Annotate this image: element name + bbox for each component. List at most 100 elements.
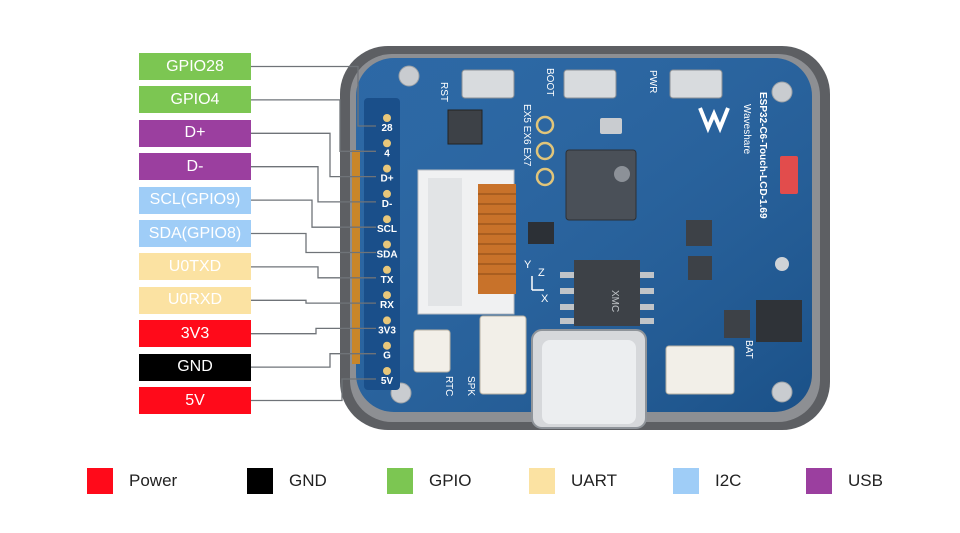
- spk-silk: SPK: [465, 376, 476, 396]
- crystal: [600, 118, 622, 134]
- header-pad: [383, 316, 391, 325]
- legend-item: Power: [87, 468, 177, 494]
- boot-button: [563, 69, 617, 99]
- header-pad: [383, 139, 391, 148]
- esp32-chip: [565, 149, 637, 221]
- fpc-latch: [428, 178, 462, 306]
- header-pad: [383, 341, 391, 350]
- leader-line: [251, 99, 376, 152]
- pin-silk-label: G: [383, 351, 391, 362]
- leader-line: [251, 378, 376, 402]
- ldo-chip: [724, 310, 750, 338]
- pin-silk-label: SCL: [377, 224, 397, 235]
- legend-swatch: [87, 468, 113, 494]
- flash-chip: [574, 260, 640, 326]
- pin-silk-label: TX: [381, 275, 394, 286]
- mount-hole-br: [771, 381, 793, 403]
- legend-swatch: [806, 468, 832, 494]
- pin-label: U0RXD: [139, 286, 251, 314]
- pwr-silk: PWR: [647, 70, 658, 93]
- ext-pad: [535, 115, 555, 135]
- pin-silk-label: 3V3: [378, 325, 396, 336]
- ext-pad: [535, 141, 555, 161]
- pin-label: U0TXD: [139, 253, 251, 281]
- legend-item: GND: [247, 468, 327, 494]
- fpc-cable: [478, 184, 516, 294]
- flash-pins: [560, 272, 654, 324]
- bat-connector: [665, 345, 735, 395]
- ext-pad: [535, 167, 555, 187]
- axis-arrows: [531, 276, 544, 291]
- header-pad: [383, 189, 391, 198]
- header-pad: [383, 164, 391, 173]
- brand-silk: Waveshare: [741, 104, 752, 155]
- pin-silk-label: 5V: [381, 376, 394, 387]
- leader-line: [251, 166, 376, 203]
- legend-swatch: [529, 468, 555, 494]
- header-pad: [383, 114, 391, 122]
- antenna: [780, 156, 798, 194]
- legend-swatch: [387, 468, 413, 494]
- legend-label: USB: [848, 471, 883, 490]
- legend-swatch: [247, 468, 273, 494]
- ufl-connector: [775, 257, 789, 271]
- legend-item: I2C: [673, 468, 741, 494]
- model-silk: ESP32-C6-Touch-LCD-1.69: [757, 92, 768, 219]
- pin-silk-label: 28: [381, 123, 393, 134]
- esp-logo: [614, 166, 630, 182]
- boot-silk: BOOT: [544, 68, 555, 96]
- sensor-chip: [447, 109, 483, 145]
- pin-silk-label: SDA: [376, 250, 397, 261]
- rst-silk: RST: [438, 82, 449, 102]
- leader-line: [251, 65, 376, 127]
- pin-label: SDA(GPIO8): [139, 220, 251, 247]
- bat-silk: BAT: [743, 340, 754, 359]
- imu-chip: [686, 220, 712, 246]
- pin-silk-label: RX: [380, 300, 394, 311]
- header-pad: [383, 265, 391, 274]
- pin-label: SCL(GPIO9): [139, 186, 251, 214]
- legend-item: GPIO: [387, 468, 472, 494]
- fpc-stripes: [478, 193, 516, 275]
- legend-label: GND: [289, 471, 327, 490]
- ext-silk: EX5 EX6 EX7: [521, 104, 532, 167]
- legend-item: USB: [806, 468, 883, 494]
- rtc-silk: RTC: [443, 376, 454, 396]
- axis-y: Y: [524, 259, 532, 271]
- axis-x: X: [541, 293, 549, 305]
- mount-hole-tr: [771, 81, 793, 103]
- leader-line: [251, 327, 376, 335]
- pin-silk-label: D-: [382, 199, 393, 210]
- pin-label: 5V: [139, 387, 251, 414]
- pin-silk-label: D+: [380, 174, 393, 185]
- rtc-connector: [413, 329, 451, 373]
- pin-label: 3V3: [139, 320, 251, 348]
- legend-label: I2C: [715, 471, 742, 490]
- leader-lines: [251, 65, 376, 402]
- pin-label: GPIO28: [139, 53, 251, 80]
- pin-label: D-: [139, 153, 251, 181]
- leader-line: [251, 266, 376, 279]
- header-pad: [383, 240, 391, 249]
- header-pad: [383, 215, 391, 224]
- usb-c-shell: [542, 340, 636, 424]
- leader-line: [251, 232, 376, 254]
- header-edge: [352, 150, 360, 364]
- legend-item: UART: [529, 468, 617, 494]
- leader-line: [251, 199, 376, 228]
- legend-label: GPIO: [429, 471, 472, 490]
- legend-swatch: [673, 468, 699, 494]
- pin-label: GPIO4: [139, 86, 251, 114]
- spk-connector: [479, 315, 527, 395]
- leader-line: [251, 299, 376, 304]
- flash-silk: XMC: [609, 290, 620, 312]
- charge-chip: [756, 300, 802, 342]
- pcb-shade: [356, 58, 812, 412]
- component: [528, 222, 554, 244]
- axis-z: Z: [538, 267, 545, 279]
- pin-silk-label: 4: [384, 148, 390, 159]
- component: [688, 256, 712, 280]
- header-pad: [383, 367, 391, 375]
